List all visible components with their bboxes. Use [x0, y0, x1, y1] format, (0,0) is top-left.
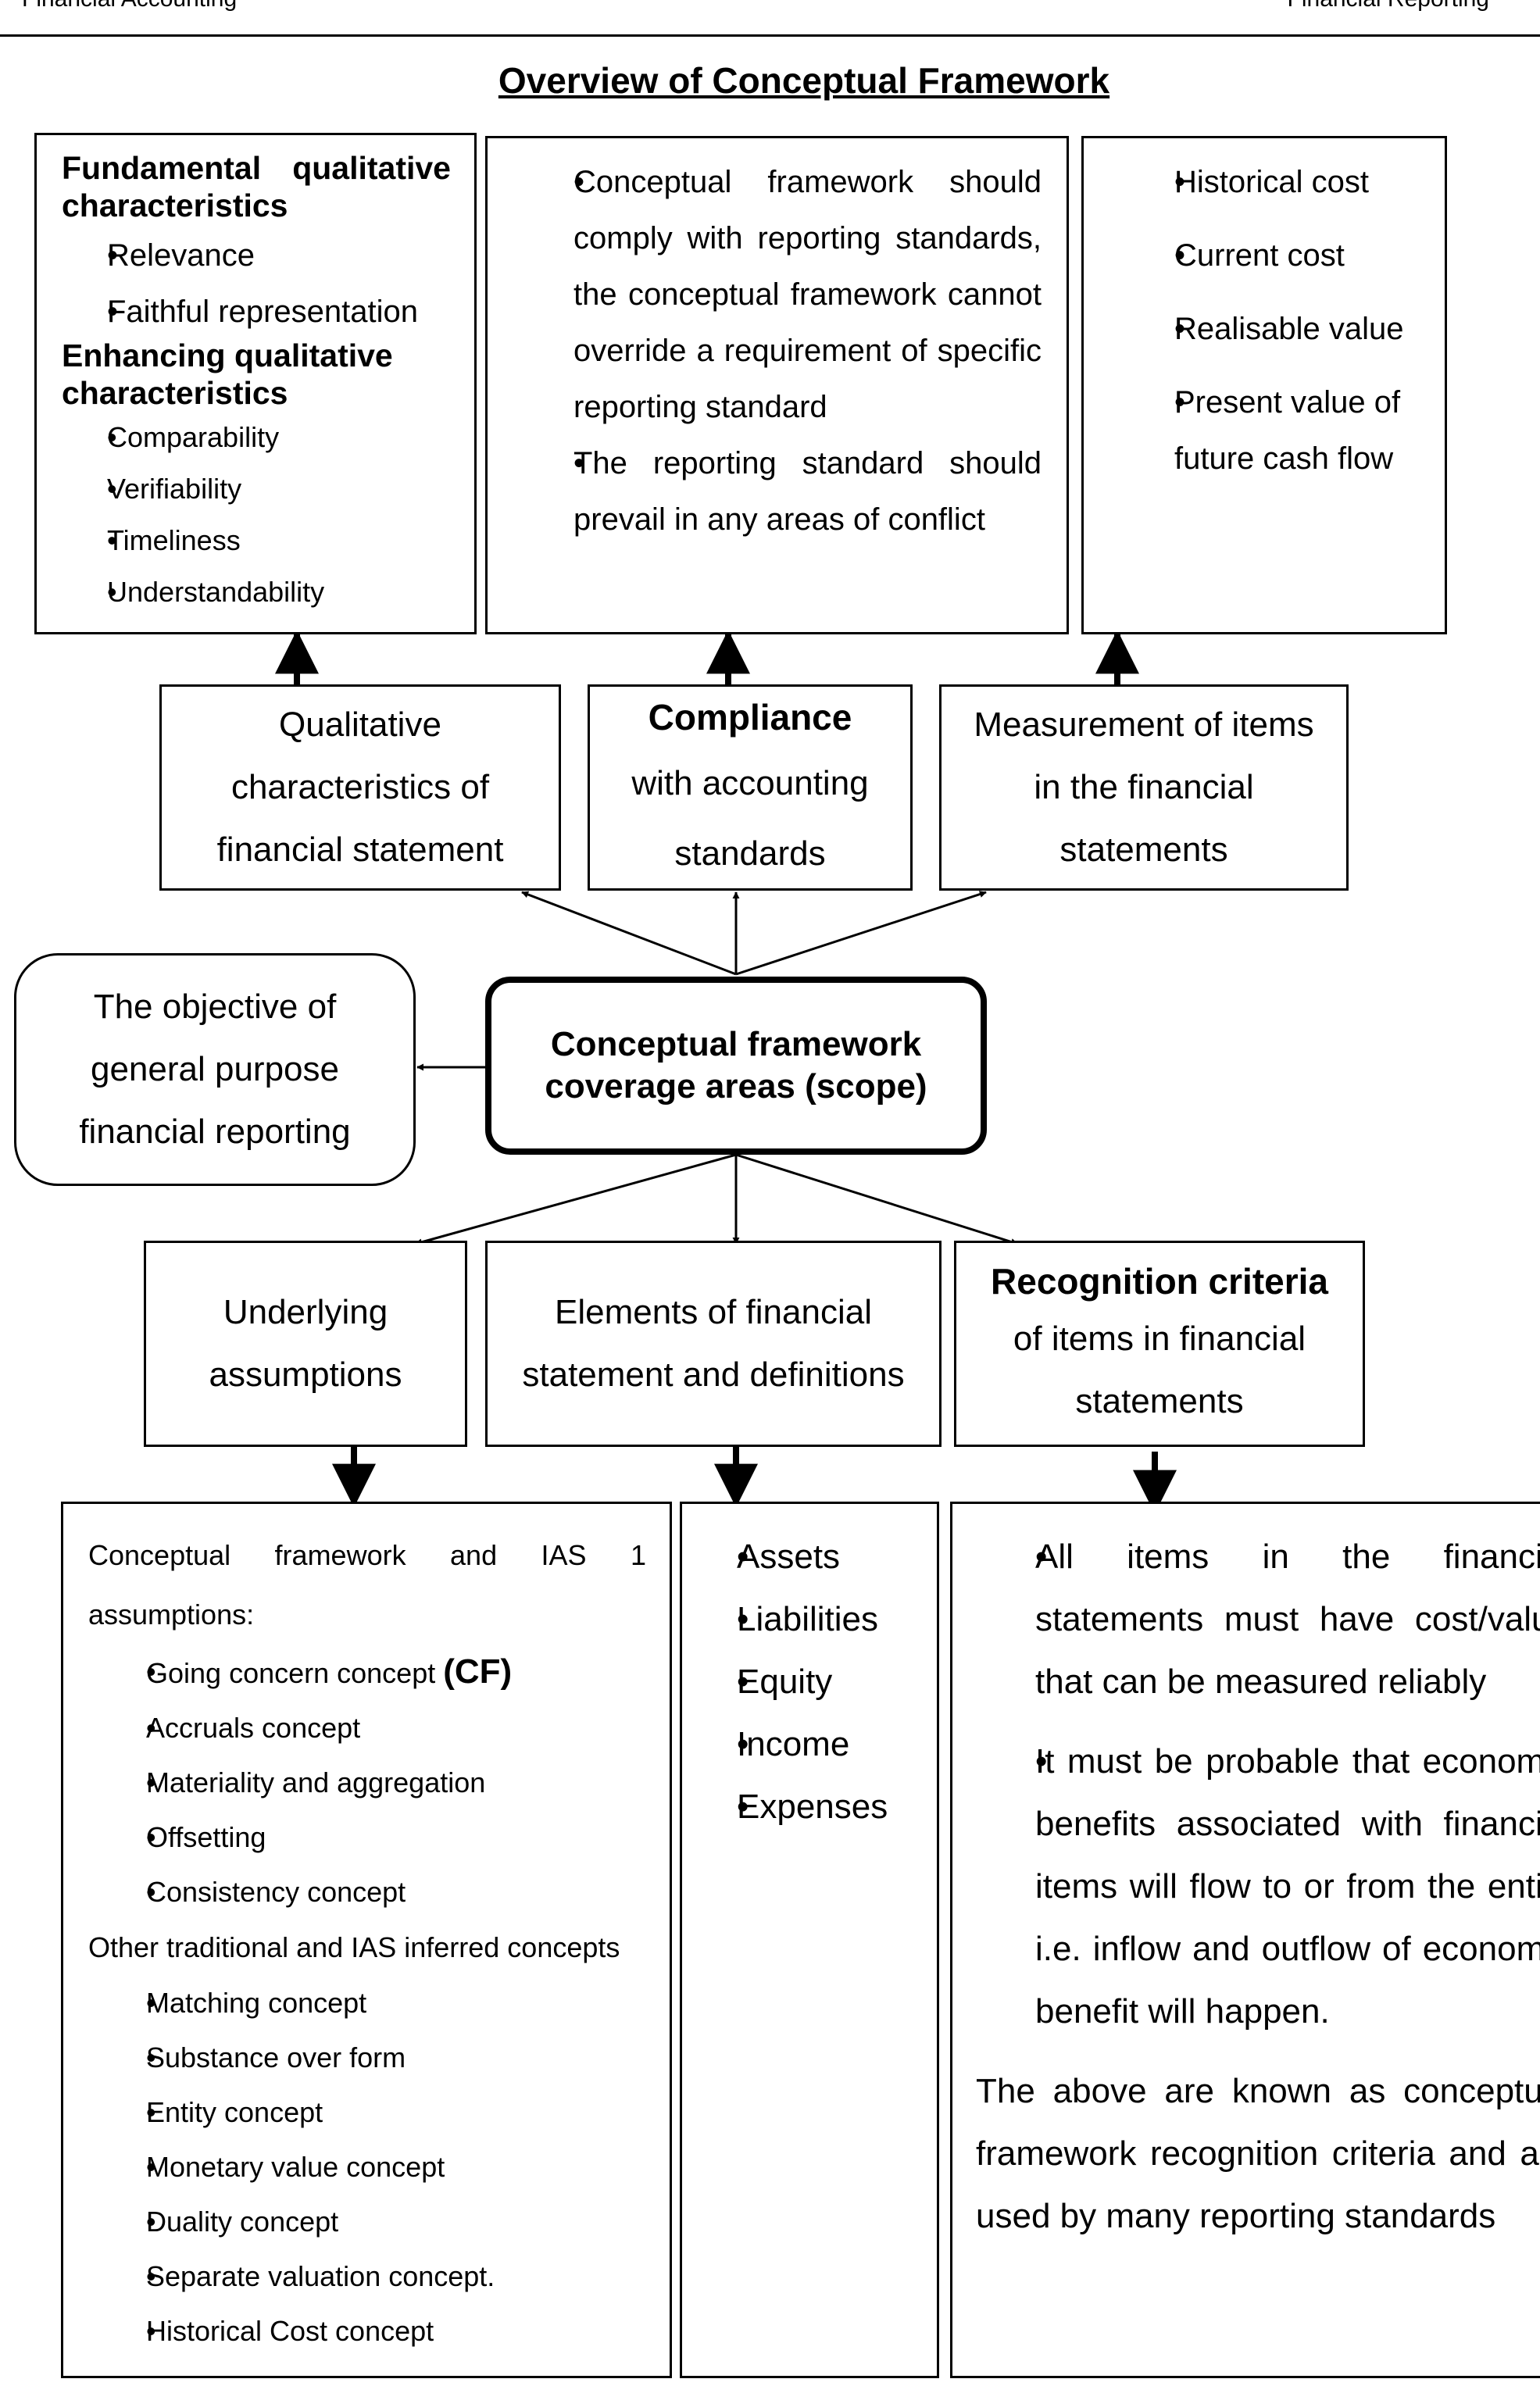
list-item: Historical cost — [1106, 154, 1429, 210]
objective-label: The objective of general purpose financi… — [79, 988, 351, 1151]
center-scope-box: Conceptual framework coverage areas (sco… — [485, 977, 987, 1155]
fundamental-list: Relevance Faithful representation — [62, 227, 451, 340]
list-item: Timeliness — [62, 515, 451, 566]
list-item: Offsetting — [88, 1810, 646, 1865]
compliance-list: Conceptual framework should comply with … — [509, 154, 1042, 548]
assumptions-list: Going concern concept (CF) Accruals conc… — [88, 1645, 646, 1920]
list-item: Current cost — [1106, 227, 1429, 284]
compliance-bold-label: Compliance — [648, 697, 852, 738]
recognition-details-box: All items in the financial statements mu… — [950, 1502, 1540, 2378]
arrow-center-to-measurement — [735, 891, 987, 976]
center-scope-label: Conceptual framework coverage areas (sco… — [545, 1025, 927, 1105]
fundamental-title: Fundamental qualitative characteristics — [62, 150, 451, 223]
arrow-center-to-assumptions — [415, 1153, 737, 1246]
list-item: Conceptual framework should comply with … — [509, 154, 1042, 435]
elements-label: Elements of financial statement and defi… — [522, 1293, 905, 1394]
header-left: Financial Accounting — [22, 0, 237, 13]
arrow-center-to-qualitative — [521, 891, 737, 976]
page-title: Overview of Conceptual Framework — [498, 60, 1110, 101]
list-item: Present value of future cash flow — [1106, 374, 1429, 487]
assumptions-details-box: Conceptual framework and IAS 1 assumptio… — [61, 1502, 672, 2378]
arrow-center-to-recognition — [735, 1153, 1018, 1245]
list-item: Consistency concept — [88, 1865, 646, 1920]
elements-details-box: Assets Liabilities Equity Income Expense… — [680, 1502, 939, 2378]
list-item: Substance over form — [88, 2031, 646, 2085]
measurement-label: Measurement of items in the financial st… — [974, 705, 1314, 869]
header-rule — [0, 34, 1540, 37]
list-item: Relevance — [62, 227, 451, 284]
list-item: Duality concept — [88, 2195, 646, 2249]
list-item: Realisable value — [1106, 301, 1429, 357]
list-item: Entity concept — [88, 2085, 646, 2140]
list-item: Historical Cost concept — [88, 2304, 646, 2359]
recognition-bold-label: Recognition criteria — [991, 1261, 1328, 1302]
elements-list: Assets Liabilities Equity Income Expense… — [709, 1526, 924, 1838]
other-concepts-list: Matching concept Substance over form Ent… — [88, 1976, 646, 2359]
list-item: Accruals concept — [88, 1701, 646, 1756]
list-item: Materiality and aggregation — [88, 1756, 646, 1810]
underlying-assumptions-box: Underlying assumptions — [144, 1241, 467, 1447]
objective-box: The objective of general purpose financi… — [14, 953, 416, 1186]
list-item: Faithful representation — [62, 284, 451, 340]
list-item: It must be probable that economic benefi… — [976, 1731, 1540, 2043]
assumptions-intro: Conceptual framework and IAS 1 assumptio… — [88, 1539, 646, 1631]
qualitative-characteristics-box: Qualitative characteristics of financial… — [159, 684, 561, 891]
measurement-list: Historical cost Current cost Realisable … — [1106, 154, 1429, 487]
list-item: Expenses — [709, 1776, 924, 1838]
list-item: Equity — [709, 1651, 924, 1713]
measurement-box: Measurement of items in the financial st… — [939, 684, 1349, 891]
list-item: All items in the financial statements mu… — [976, 1526, 1540, 1713]
list-item: Comparability — [62, 412, 451, 463]
qualitative-details-box: Fundamental qualitative characteristics … — [34, 133, 477, 634]
cf-tag: (CF) — [443, 1652, 513, 1691]
list-item: The reporting standard should prevail in… — [509, 435, 1042, 548]
header-right: Financial Reporting — [1288, 0, 1489, 13]
recognition-criteria-box: Recognition criteria of items in financi… — [954, 1241, 1365, 1447]
list-item: Assets — [709, 1526, 924, 1588]
list-item: Liabilities — [709, 1588, 924, 1651]
list-item: Matching concept — [88, 1976, 646, 2031]
compliance-box: Compliance with accounting standards — [588, 684, 913, 891]
enhancing-list: Comparability Verifiability Timeliness U… — [62, 412, 451, 618]
compliance-details-box: Conceptual framework should comply with … — [485, 136, 1069, 634]
elements-box: Elements of financial statement and defi… — [485, 1241, 942, 1447]
list-item: Verifiability — [62, 463, 451, 515]
recognition-note: The above are known as conceptual framew… — [976, 2072, 1540, 2235]
list-item: Understandability — [62, 566, 451, 618]
underlying-assumptions-label: Underlying assumptions — [209, 1293, 402, 1394]
compliance-rest-label: with accounting standards — [631, 764, 869, 873]
list-item: Going concern concept (CF) — [88, 1645, 646, 1701]
list-item: Separate valuation concept. — [88, 2249, 646, 2304]
list-item: Income — [709, 1713, 924, 1776]
recognition-list: All items in the financial statements mu… — [976, 1526, 1540, 2043]
list-item: Monetary value concept — [88, 2140, 646, 2195]
measurement-details-box: Historical cost Current cost Realisable … — [1081, 136, 1447, 634]
recognition-rest-label: of items in financial statements — [1013, 1320, 1306, 1420]
assumptions-subheading: Other traditional and IAS inferred conce… — [88, 1931, 620, 1963]
enhancing-title: Enhancing qualitative characteristics — [62, 338, 393, 411]
qualitative-characteristics-label: Qualitative characteristics of financial… — [216, 705, 504, 869]
